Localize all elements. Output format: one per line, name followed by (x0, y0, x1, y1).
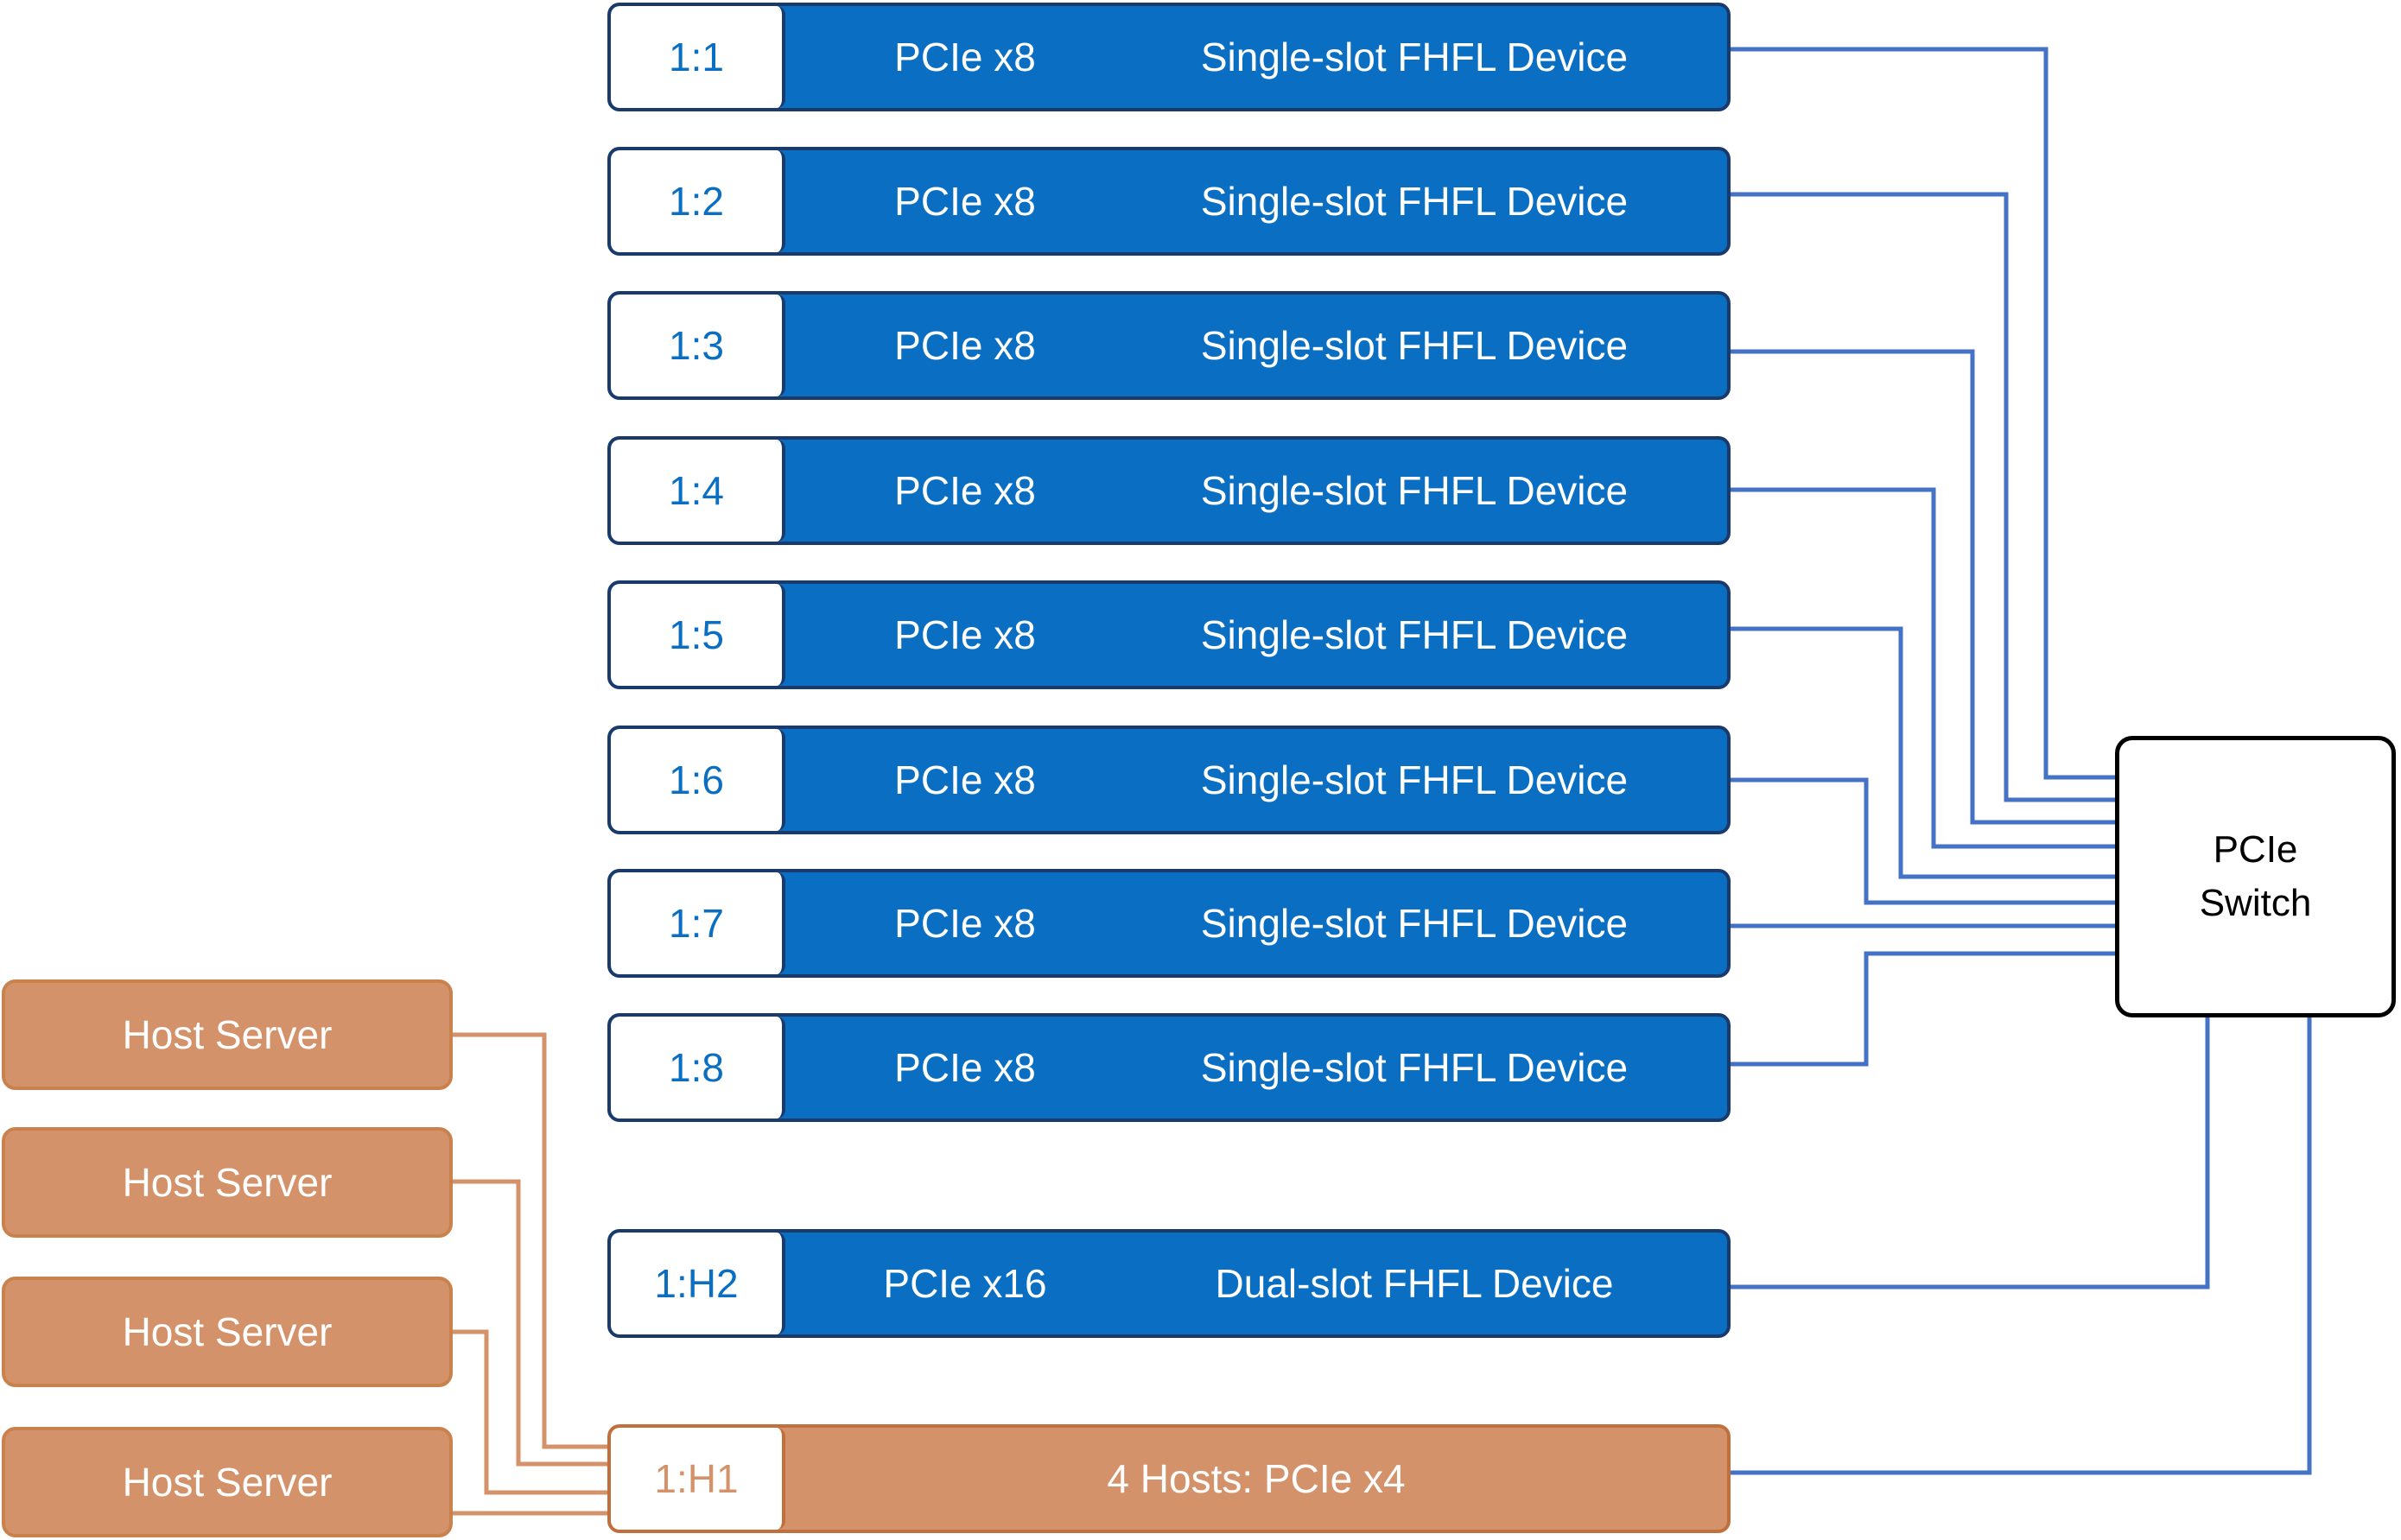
slot-id: 1:H1 (611, 1428, 785, 1530)
wire-slot-1-h2 (1731, 1017, 2210, 1290)
slot-bus: PCIe x16 (883, 1261, 1047, 1306)
slot-device: Single-slot FHFL Device (1200, 757, 1629, 802)
wire-slot-1-4 (1731, 487, 2115, 849)
slot-device: Dual-slot FHFL Device (1215, 1261, 1614, 1306)
host-server-2: Host Server (2, 1127, 453, 1238)
slot-bus: PCIe x8 (894, 35, 1036, 79)
slot-bus: PCIe x8 (894, 901, 1036, 946)
wire-slot-1-3 (1731, 349, 2115, 825)
slot-bus: PCIe x8 (894, 179, 1036, 224)
slot-id: 1:4 (611, 440, 785, 542)
slot-1-h1: 1:H1 4 Hosts: PCIe x4 (607, 1424, 1731, 1533)
pcie-switch: PCIe Switch (2115, 736, 2396, 1017)
slot-id: 1:1 (611, 6, 785, 108)
slot-1-2: 1:2 PCIe x8 Single-slot FHFL Device (607, 147, 1731, 256)
slot-1-8: 1:8 PCIe x8 Single-slot FHFL Device (607, 1013, 1731, 1122)
slot-bus: PCIe x8 (894, 1045, 1036, 1090)
slot-id: 1:7 (611, 872, 785, 974)
host-server-4: Host Server (2, 1427, 453, 1537)
slot-bus: PCIe x8 (894, 612, 1036, 657)
slot-1-7: 1:7 PCIe x8 Single-slot FHFL Device (607, 869, 1731, 978)
slot-id: 1:8 (611, 1017, 785, 1119)
slot-device: Single-slot FHFL Device (1200, 179, 1629, 224)
slot-bus: PCIe x8 (894, 468, 1036, 513)
wire-slot-1-2 (1731, 192, 2115, 802)
wire-server-3 (453, 1329, 612, 1495)
host-server-3: Host Server (2, 1277, 453, 1387)
wire-slot-1-8 (1731, 951, 2115, 1067)
slot-1-4: 1:4 PCIe x8 Single-slot FHFL Device (607, 436, 1731, 545)
host-server-1: Host Server (2, 979, 453, 1090)
slot-id: 1:5 (611, 584, 785, 686)
slot-id: 1:6 (611, 729, 785, 831)
host-slot-label: 4 Hosts: PCIe x4 (1107, 1456, 1406, 1501)
slot-device: Single-slot FHFL Device (1200, 1045, 1629, 1090)
slot-1-1: 1:1 PCIe x8 Single-slot FHFL Device (607, 3, 1731, 111)
slot-id: 1:3 (611, 295, 785, 396)
slot-1-5: 1:5 PCIe x8 Single-slot FHFL Device (607, 580, 1731, 689)
slot-1-6: 1:6 PCIe x8 Single-slot FHFL Device (607, 726, 1731, 834)
slot-device: Single-slot FHFL Device (1200, 35, 1629, 79)
slot-device: Single-slot FHFL Device (1200, 468, 1629, 513)
wire-slot-1-6 (1731, 777, 2115, 905)
slot-id: 1:2 (611, 150, 785, 252)
switch-label-line1: PCIe (2213, 828, 2298, 871)
slot-1-h2: 1:H2 PCIe x16 Dual-slot FHFL Device (607, 1229, 1731, 1338)
slot-device: Single-slot FHFL Device (1200, 901, 1629, 946)
slot-device: Single-slot FHFL Device (1200, 612, 1629, 657)
switch-label-line2: Switch (2199, 882, 2312, 924)
wire-slot-1-h1 (1731, 1017, 2312, 1475)
slot-id: 1:H2 (611, 1233, 785, 1334)
wire-server-2 (453, 1179, 612, 1467)
slot-bus: PCIe x8 (894, 757, 1036, 802)
wire-slot-1-1 (1731, 47, 2115, 780)
wire-server-1 (453, 1032, 612, 1449)
wire-slot-1-5 (1731, 626, 2115, 879)
slot-device: Single-slot FHFL Device (1200, 323, 1629, 368)
slot-bus: PCIe x8 (894, 323, 1036, 368)
slot-1-3: 1:3 PCIe x8 Single-slot FHFL Device (607, 291, 1731, 400)
